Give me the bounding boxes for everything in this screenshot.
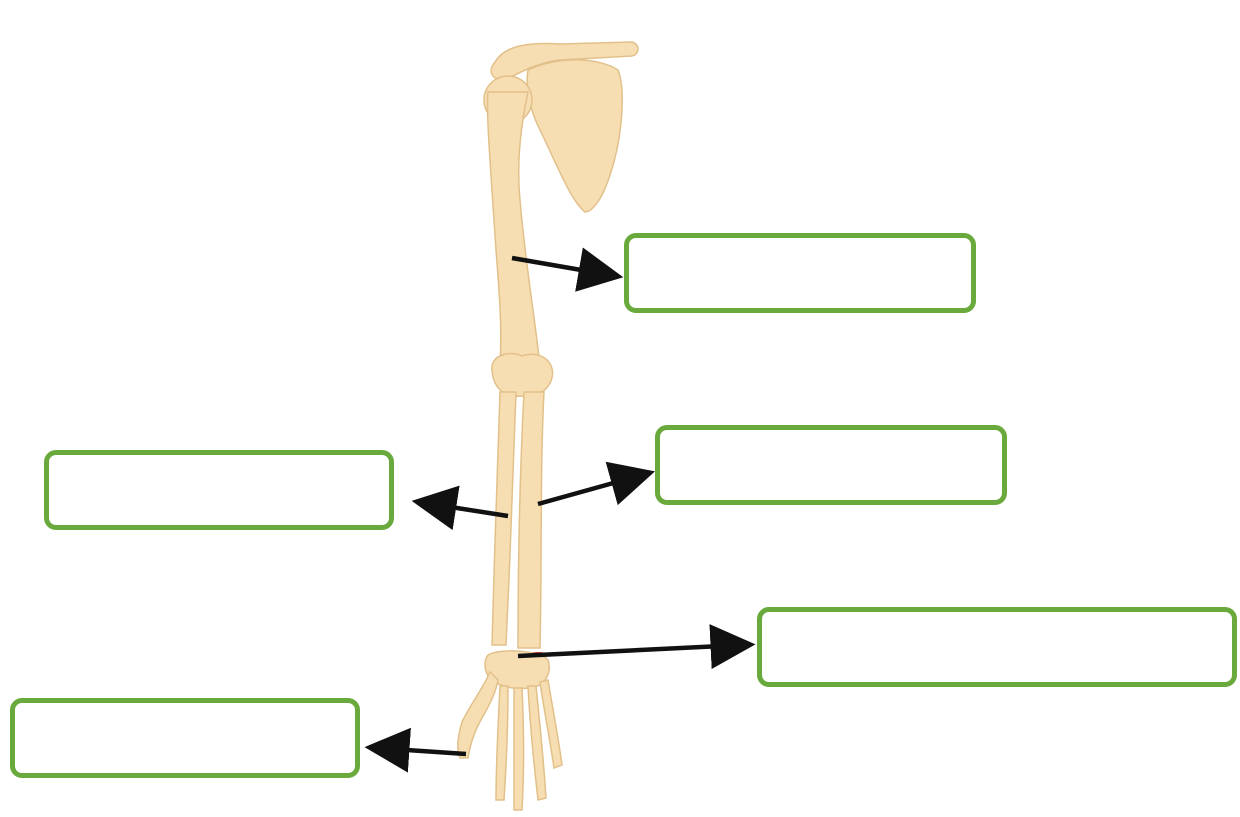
pointer-arrows bbox=[378, 258, 742, 754]
label-box-forearm-left[interactable] bbox=[44, 450, 394, 530]
arrow-wrist bbox=[518, 645, 742, 656]
scapula-bone bbox=[527, 60, 622, 212]
label-box-wrist[interactable] bbox=[757, 607, 1237, 687]
arm-skeleton bbox=[458, 42, 638, 810]
arrow-hand bbox=[378, 748, 466, 754]
label-box-upper-arm[interactable] bbox=[624, 233, 976, 313]
elbow-joint bbox=[492, 354, 553, 397]
humerus-bone bbox=[487, 92, 540, 365]
label-box-forearm-right[interactable] bbox=[655, 425, 1007, 505]
radius-bone bbox=[518, 392, 544, 648]
finger-bones-middle bbox=[514, 688, 524, 810]
ulna-bone bbox=[492, 392, 516, 645]
label-box-hand[interactable] bbox=[10, 698, 360, 778]
arrow-forearm-right bbox=[538, 475, 642, 504]
finger-bones-index bbox=[496, 686, 508, 800]
thumb-bones bbox=[458, 672, 498, 758]
